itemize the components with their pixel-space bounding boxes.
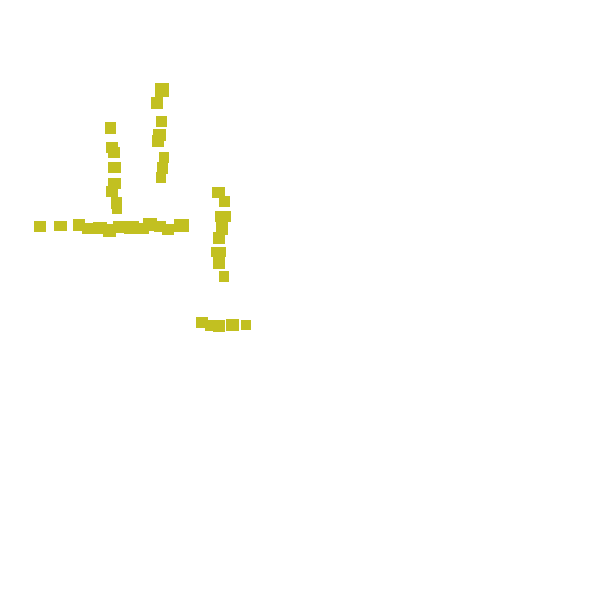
- square-mark: [155, 83, 169, 97]
- horizontal-stroke-left: [34, 218, 189, 237]
- square-mark: [143, 218, 157, 231]
- square-mark: [162, 224, 174, 235]
- vertical-stroke-middle: [151, 83, 169, 183]
- square-mark: [205, 320, 217, 331]
- square-mark: [124, 221, 139, 234]
- square-mark: [213, 232, 225, 244]
- square-mark: [108, 178, 121, 189]
- square-mark: [196, 317, 208, 328]
- square-mark: [219, 196, 230, 207]
- vertical-stroke-left: [105, 122, 122, 214]
- square-mark: [103, 224, 116, 237]
- square-mark: [211, 247, 226, 257]
- square-mark: [111, 197, 122, 209]
- square-mark: [157, 162, 168, 174]
- square-mark: [241, 320, 251, 330]
- square-mark: [136, 223, 149, 234]
- square-mark: [213, 257, 225, 269]
- square-mark: [216, 222, 228, 235]
- square-mark: [112, 204, 122, 214]
- square-mark: [212, 187, 225, 198]
- horizontal-stroke-lower: [196, 317, 251, 332]
- square-mark: [154, 221, 166, 232]
- square-mark: [159, 152, 169, 163]
- square-mark: [113, 221, 127, 233]
- square-mark: [156, 172, 166, 183]
- square-mark: [213, 320, 225, 332]
- square-mark: [219, 271, 229, 282]
- square-mark: [105, 122, 116, 134]
- square-mark: [108, 147, 120, 158]
- square-mark: [82, 223, 96, 234]
- square-mark: [151, 97, 163, 109]
- square-mark: [152, 135, 164, 147]
- square-mark: [156, 116, 167, 127]
- square-mark: [174, 219, 189, 232]
- square-mark: [54, 221, 67, 231]
- square-mark: [215, 211, 231, 222]
- square-mark: [106, 186, 118, 197]
- vertical-stroke-right: [211, 187, 231, 282]
- square-mark: [108, 162, 121, 173]
- square-mark: [226, 319, 239, 331]
- square-mark: [34, 221, 46, 232]
